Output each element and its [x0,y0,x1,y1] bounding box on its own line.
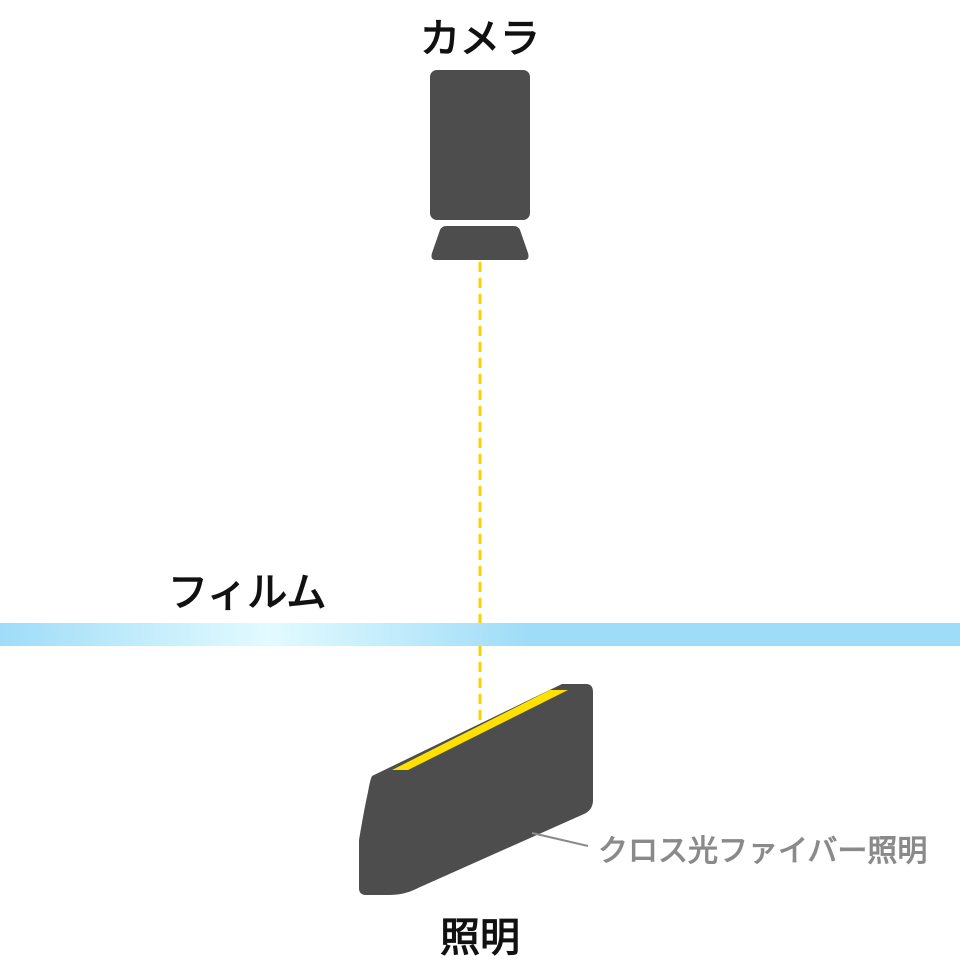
camera-label: カメラ [420,16,540,62]
fiber-lighting-label: クロス光ファイバー照明 [598,834,928,869]
camera-body [430,70,530,220]
callout-line [531,832,589,847]
lighting-unit [359,684,593,895]
lighting-slit [392,690,568,770]
film-strip [0,623,960,646]
camera-lens [431,226,529,260]
lighting-label: 照明 [440,915,520,961]
film-label: フィルム [168,570,327,616]
